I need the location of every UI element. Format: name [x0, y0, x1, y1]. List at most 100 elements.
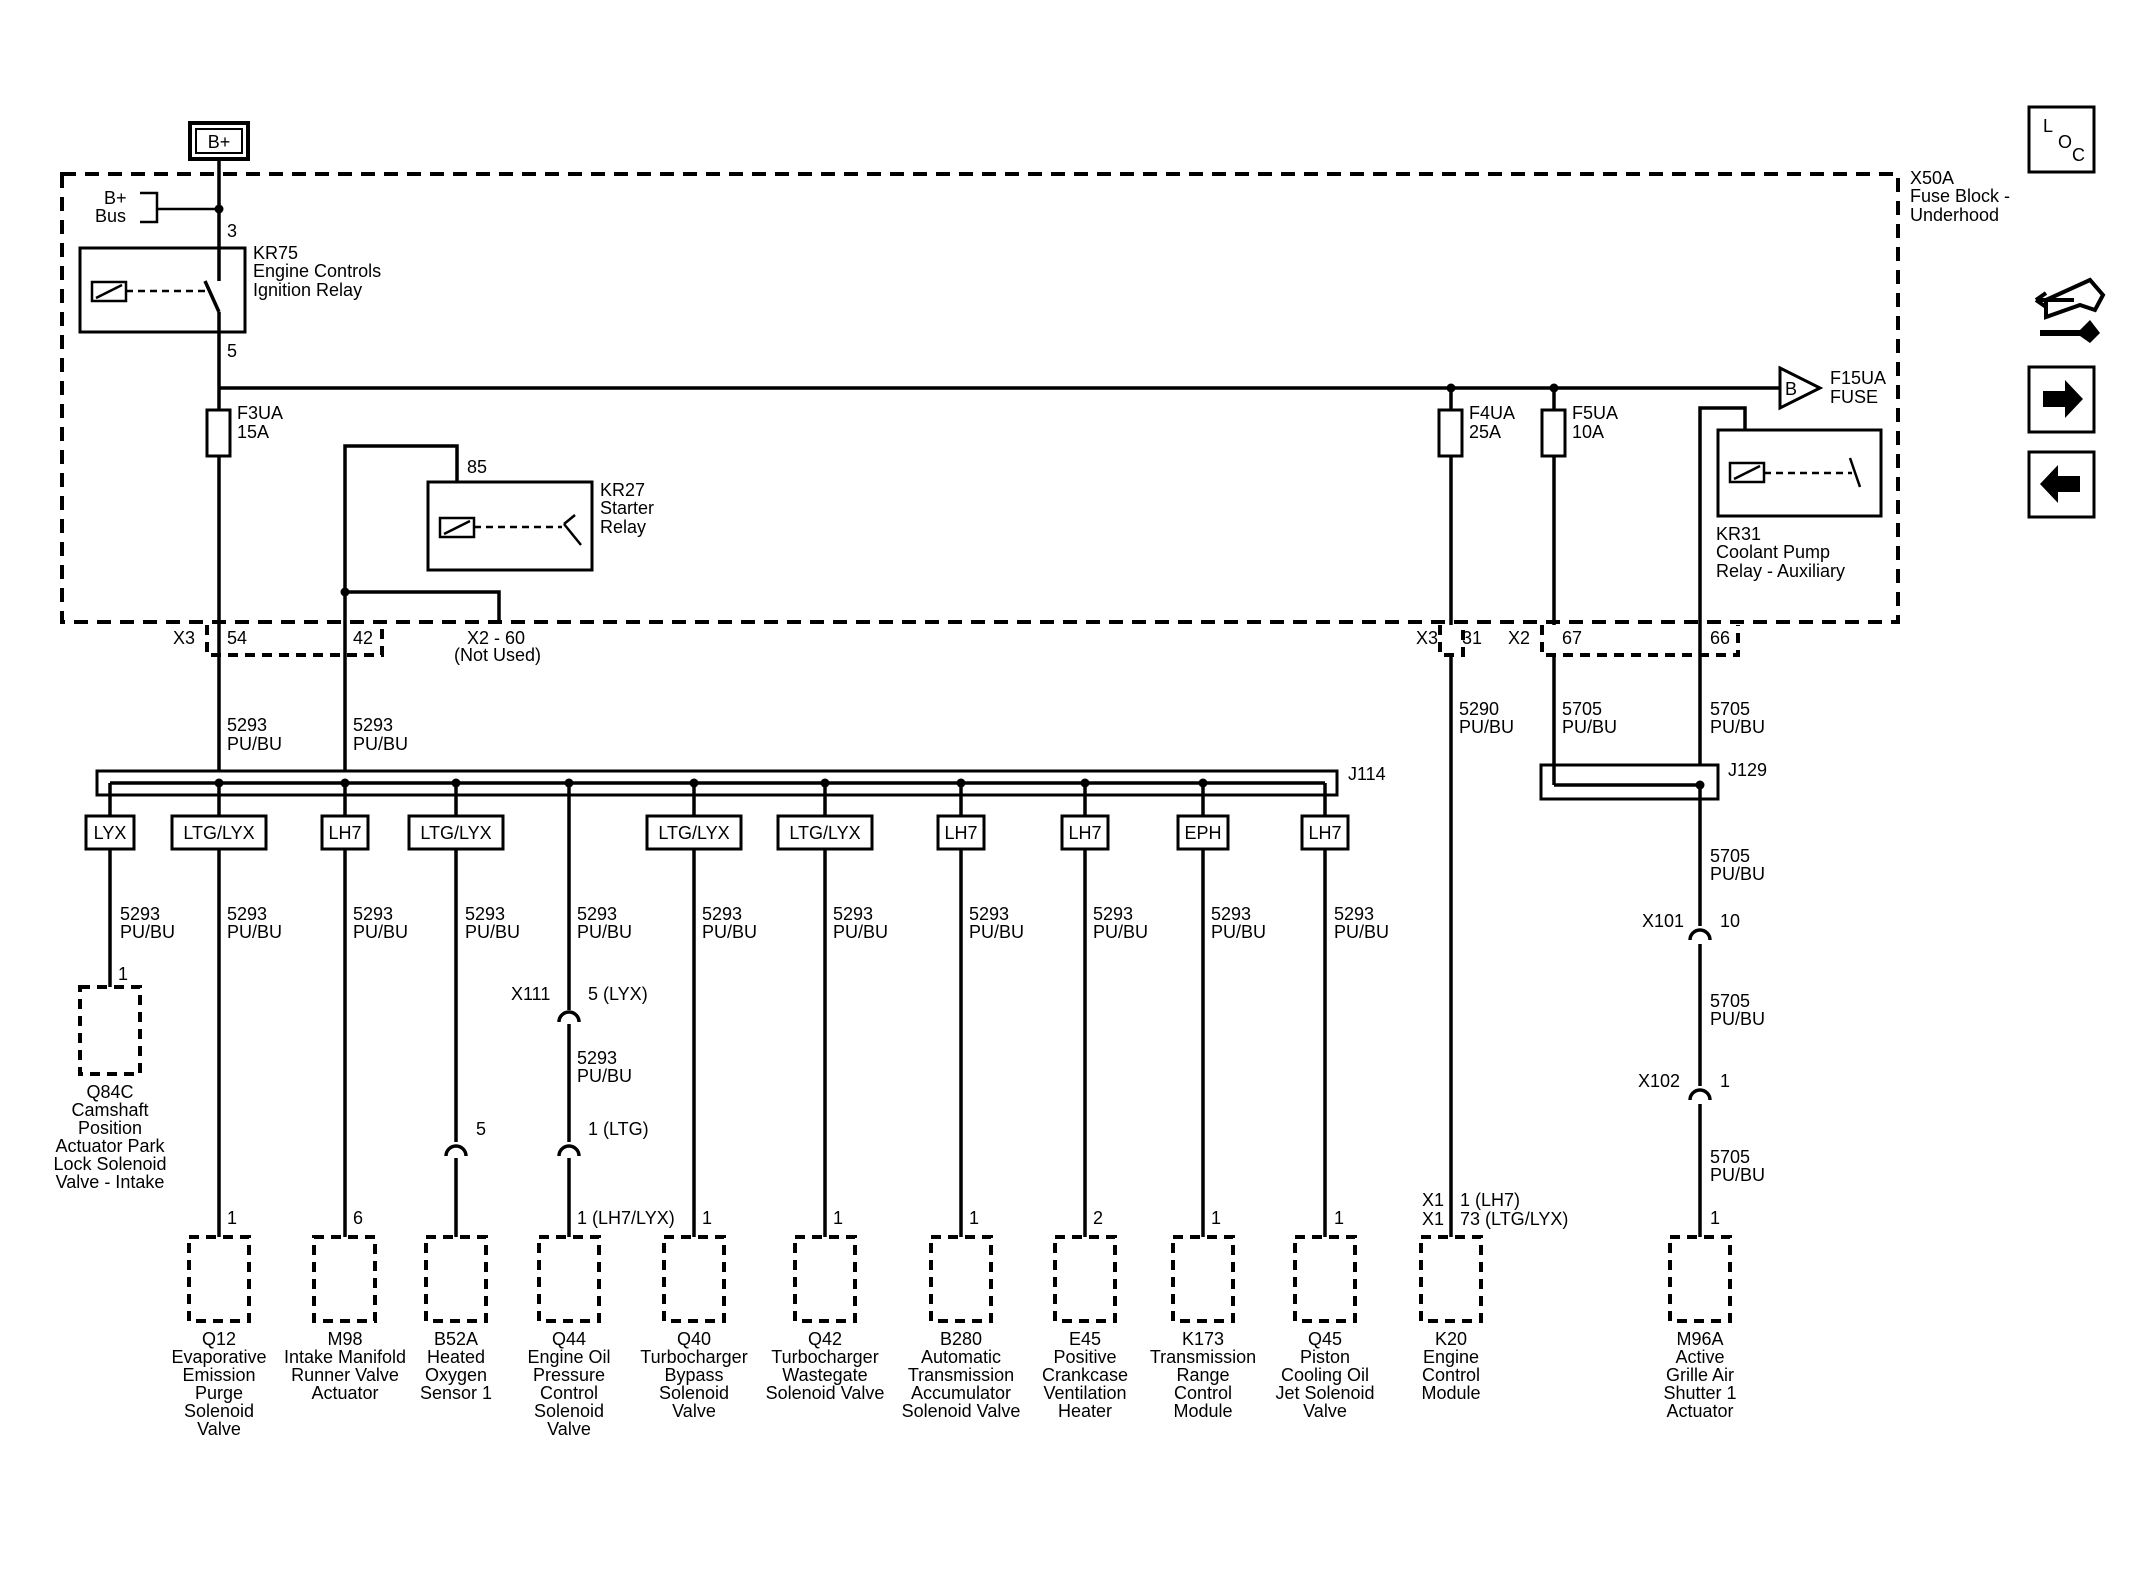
svg-text:54: 54: [227, 628, 247, 648]
wire-label-42-col: PU/BU: [353, 734, 408, 754]
x111-label: X111: [511, 984, 550, 1004]
svg-text:Intake Manifold: Intake Manifold: [284, 1347, 406, 1367]
svg-text:Transmission: Transmission: [908, 1365, 1014, 1385]
svg-text:25A: 25A: [1469, 422, 1501, 442]
f15ua-fuse-reference: B F15UA FUSE: [1778, 365, 1886, 411]
svg-text:Control: Control: [540, 1383, 598, 1403]
svg-text:Valve: Valve: [1303, 1401, 1347, 1421]
svg-text:1: 1: [702, 1208, 712, 1228]
option-box-eph-k173: EPH: [1176, 814, 1230, 851]
svg-text:Automatic: Automatic: [921, 1347, 1001, 1367]
svg-text:Actuator Park: Actuator Park: [55, 1136, 165, 1156]
x101-pin: 10: [1720, 911, 1740, 931]
option-box-lh7-q45: LH7: [1300, 814, 1350, 851]
e45-component: 2 E45 Positive Crankcase Ventilation Hea…: [1042, 1208, 1128, 1421]
k20-component: X1 1 (LH7) X1 73 (LTG/LYX) K20 Engine Co…: [1419, 1190, 1568, 1403]
svg-text:Crankcase: Crankcase: [1042, 1365, 1128, 1385]
svg-text:LH7: LH7: [328, 823, 361, 843]
f3ua-label: F3UA 15A: [237, 403, 283, 442]
wire-label-k173-col: PU/BU: [1211, 922, 1266, 942]
svg-text:KR31: KR31: [1716, 524, 1761, 544]
option-box-ltg-lyx-q42: LTG/LYX: [776, 814, 874, 851]
wire-label-42-num: 5293: [353, 715, 393, 735]
svg-text:1: 1: [227, 1208, 237, 1228]
svg-text:Solenoid: Solenoid: [534, 1401, 604, 1421]
svg-text:Jet Solenoid: Jet Solenoid: [1275, 1383, 1374, 1403]
x3-right-connector: [1438, 625, 1465, 657]
svg-text:Sensor 1: Sensor 1: [420, 1383, 492, 1403]
svg-text:Coolant Pump: Coolant Pump: [1716, 542, 1830, 562]
connector-end-view-icon[interactable]: [2034, 277, 2106, 343]
svg-text:Actuator: Actuator: [311, 1383, 378, 1403]
wire-label-q84c-num: 5293: [120, 904, 160, 924]
svg-text:Engine: Engine: [1423, 1347, 1479, 1367]
x101-label: X101: [1642, 911, 1684, 931]
wire-label-e45-col: PU/BU: [1093, 922, 1148, 942]
svg-text:Q84C: Q84C: [86, 1082, 133, 1102]
svg-text:1: 1: [1211, 1208, 1221, 1228]
loc-icon[interactable]: L O C: [2027, 105, 2096, 174]
svg-text:Grille Air: Grille Air: [1666, 1365, 1734, 1385]
svg-text:Cooling Oil: Cooling Oil: [1281, 1365, 1369, 1385]
svg-text:Valve - Intake: Valve - Intake: [56, 1172, 165, 1192]
q84c-pin: 1: [118, 964, 128, 984]
svg-text:Turbocharger: Turbocharger: [640, 1347, 747, 1367]
svg-text:Module: Module: [1421, 1383, 1480, 1403]
svg-text:Runner Valve: Runner Valve: [291, 1365, 399, 1385]
m98-component: 6 M98 Intake Manifold Runner Valve Actua…: [284, 1208, 406, 1403]
q45-component: 1 Q45 Piston Cooling Oil Jet Solenoid Va…: [1275, 1208, 1374, 1421]
svg-text:Active: Active: [1675, 1347, 1724, 1367]
svg-text:66: 66: [1710, 628, 1730, 648]
svg-text:Module: Module: [1173, 1401, 1232, 1421]
svg-text:Evaporative: Evaporative: [171, 1347, 266, 1367]
svg-text:Purge: Purge: [195, 1383, 243, 1403]
wire-label-54-num: 5293: [227, 715, 267, 735]
q84c-component: 1 Q84C Camshaft Position Actuator Park L…: [53, 964, 166, 1192]
wire-label-66-col: PU/BU: [1710, 717, 1765, 737]
wire-label-q40-num: 5293: [702, 904, 742, 924]
option-box-lh7-b280: LH7: [936, 814, 986, 851]
wire-label-q44-num: 5293: [577, 904, 617, 924]
wire-label-q12-num: 5293: [227, 904, 267, 924]
svg-text:M98: M98: [327, 1329, 362, 1349]
b52a-inline-pin: 5: [476, 1119, 486, 1139]
svg-text:1 (LH7/LYX): 1 (LH7/LYX): [577, 1208, 675, 1228]
svg-text:1: 1: [969, 1208, 979, 1228]
wire-label-e45-num: 5293: [1093, 904, 1133, 924]
wire-label-q42-col: PU/BU: [833, 922, 888, 942]
svg-text:42: 42: [353, 628, 373, 648]
kr31-label: KR31 Coolant Pump Relay - Auxiliary: [1716, 524, 1845, 581]
x102-label: X102: [1638, 1071, 1680, 1091]
forward-arrow-icon[interactable]: [2027, 365, 2096, 434]
fuse-block-outline: [60, 172, 1900, 624]
svg-text:2: 2: [1093, 1208, 1103, 1228]
option-box-ltg-lyx-q40: LTG/LYX: [645, 814, 743, 851]
f3ua-fuse: [205, 408, 232, 458]
kr75-pin-3: 3: [227, 221, 237, 241]
back-arrow-icon[interactable]: [2027, 450, 2096, 519]
svg-text:LTG/LYX: LTG/LYX: [658, 823, 729, 843]
wire-label-x102-num: 5705: [1710, 1147, 1750, 1167]
option-box-lh7-m98: LH7: [320, 814, 370, 851]
svg-text:Engine Controls: Engine Controls: [253, 261, 381, 281]
svg-text:Oxygen: Oxygen: [425, 1365, 487, 1385]
svg-text:Position: Position: [78, 1118, 142, 1138]
svg-text:Bypass: Bypass: [664, 1365, 723, 1385]
wire-label-j129-num: 5705: [1710, 846, 1750, 866]
wire-label-x101-num: 5705: [1710, 991, 1750, 1011]
svg-text:Solenoid Valve: Solenoid Valve: [766, 1383, 885, 1403]
svg-text:Solenoid: Solenoid: [659, 1383, 729, 1403]
svg-text:X3: X3: [173, 628, 195, 648]
svg-text:M96A: M96A: [1676, 1329, 1723, 1349]
svg-text:Wastegate: Wastegate: [782, 1365, 867, 1385]
q44-component: 1 (LH7/LYX) Q44 Engine Oil Pressure Cont…: [527, 1208, 674, 1439]
not-used-label: (Not Used): [454, 645, 541, 665]
svg-text:Transmission: Transmission: [1150, 1347, 1256, 1367]
x2-right-connector: [1540, 625, 1740, 657]
f4ua-fuse: [1437, 408, 1464, 458]
m96a-component: 1 M96A Active Grille Air Shutter 1 Actua…: [1663, 1208, 1736, 1421]
x111-top-pin: 5 (LYX): [588, 984, 648, 1004]
x111-bottom-pin: 1 (LTG): [588, 1119, 649, 1139]
svg-text:Heated: Heated: [427, 1347, 485, 1367]
svg-text:F3UA: F3UA: [237, 403, 283, 423]
